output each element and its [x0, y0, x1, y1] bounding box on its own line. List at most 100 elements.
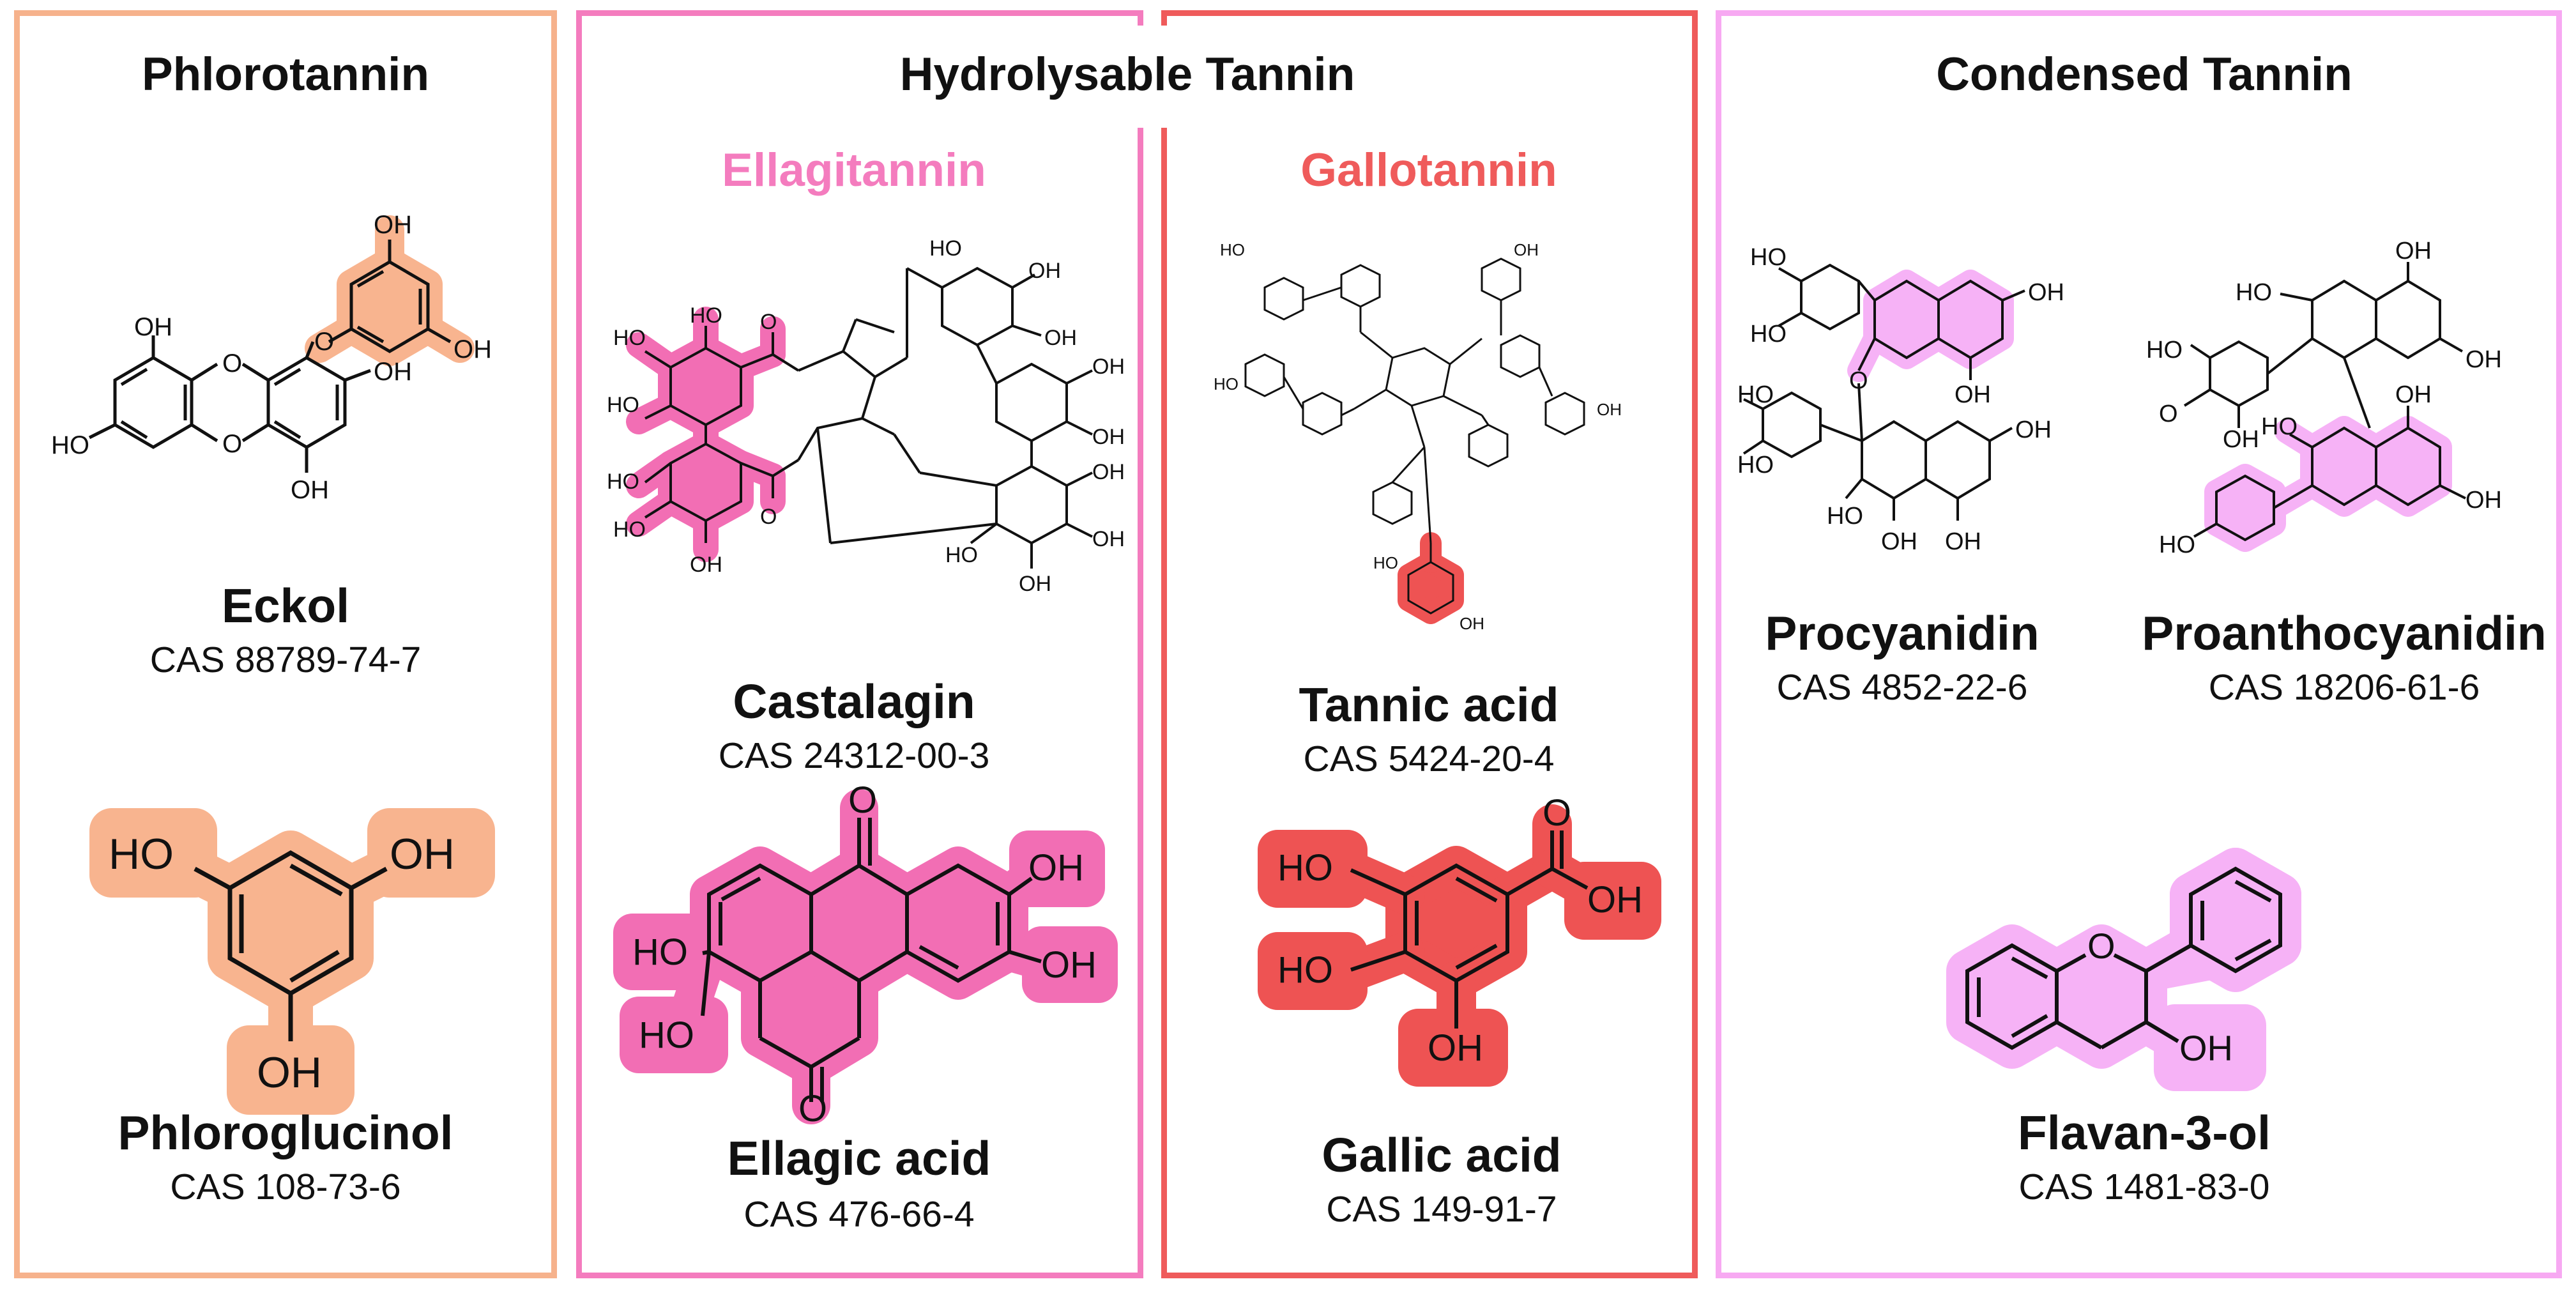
- eckol-ho-label: HO: [51, 431, 89, 459]
- eckol-name: Eckol: [221, 579, 350, 632]
- castalagin-o-2-label: O: [760, 505, 777, 529]
- castalagin-oh-5-label: OH: [1092, 425, 1125, 449]
- gallic-acid-cas: CAS 149-91-7: [1326, 1189, 1557, 1230]
- ellagic-oh-1-label: OH: [1028, 847, 1084, 889]
- gallic-oh-2-label: OH: [1428, 1027, 1483, 1069]
- castalagin-oh-4-label: OH: [1092, 355, 1125, 379]
- tannic-oh-3-label: OH: [1459, 614, 1484, 633]
- castalagin-ho-5-label: HO: [613, 517, 646, 542]
- proantho-o-label: O: [2159, 401, 2178, 427]
- eckol-o-ring-1-label: O: [222, 349, 242, 378]
- phloroglucinol-ho-label: HO: [109, 830, 174, 878]
- flavan-3-ol-name: Flavan-3-ol: [2018, 1106, 2271, 1159]
- gallic-acid-name: Gallic acid: [1322, 1128, 1562, 1182]
- gallic-acid-structure-icon: O OH HO HO OH: [1258, 792, 1661, 1087]
- flavan-oh-label: OH: [2179, 1028, 2233, 1068]
- procyanidin-oh-3-label: OH: [2015, 417, 2052, 443]
- tannic-acid-structure-icon: HO OH OH HO HO OH: [1214, 240, 1622, 633]
- castalagin-oh-3-label: OH: [1044, 326, 1077, 350]
- castalagin-cas: CAS 24312-00-3: [718, 735, 990, 776]
- gallotannin-heading: Gallotannin: [1300, 144, 1557, 196]
- eckol-o-bridge-label: O: [314, 328, 334, 356]
- procyanidin-ho-1-label: HO: [1750, 244, 1787, 271]
- ellagitannin-heading: Ellagitannin: [722, 144, 986, 196]
- procyanidin-oh-5-label: OH: [1945, 528, 1981, 555]
- gallotannin-panel: [1161, 10, 1698, 1278]
- castalagin-oh-2-label: OH: [1028, 259, 1061, 283]
- eckol-oh-5-label: OH: [134, 313, 172, 341]
- condensed-tannin-panel: [1716, 10, 2562, 1278]
- flavan-3-ol-cas: CAS 1481-83-0: [2018, 1167, 2270, 1207]
- ellagic-o-top-label: O: [848, 779, 877, 821]
- procyanidin-o-label: O: [1849, 367, 1868, 394]
- proantho-oh-2-label: OH: [2465, 346, 2502, 373]
- procyanidin-cas: CAS 4852-22-6: [1776, 667, 2028, 708]
- flavan-o-label: O: [2087, 926, 2115, 966]
- phloroglucinol-name: Phloroglucinol: [118, 1106, 453, 1159]
- castalagin-ho-3-label: HO: [690, 303, 722, 328]
- condensed-tannin-heading: Condensed Tannin: [1936, 49, 2352, 100]
- gallic-ho-1-label: HO: [1277, 847, 1333, 889]
- proanthocyanidin-cas: CAS 18206-61-6: [2208, 667, 2480, 708]
- eckol-oh-4-label: OH: [291, 476, 329, 504]
- castalagin-ho-1-label: HO: [613, 326, 646, 350]
- proantho-oh-3-label: OH: [2223, 426, 2259, 453]
- tannic-oh-2-label: OH: [1597, 400, 1622, 419]
- gallic-ho-2-label: HO: [1277, 949, 1333, 991]
- tannic-ho-3-label: HO: [1373, 553, 1398, 572]
- procyanidin-ho-5-label: HO: [1827, 503, 1863, 530]
- heading-gap-mask: [1048, 26, 1258, 128]
- castalagin-structure-icon: HO HO HO HO HO OH O O HO OH OH OH OH OH …: [607, 236, 1125, 596]
- ellagic-ho-1-label: HO: [632, 931, 688, 973]
- ellagic-acid-cas: CAS 476-66-4: [743, 1194, 975, 1235]
- proanthocyanidin-name: Proanthocyanidin: [2142, 606, 2547, 660]
- procyanidin-oh-1-label: OH: [2028, 279, 2064, 306]
- ellagic-ho-2-label: HO: [639, 1014, 694, 1056]
- eckol-oh-2-label: OH: [453, 335, 492, 363]
- tannic-ho-1-label: HO: [1220, 240, 1245, 259]
- castalagin-o-1-label: O: [760, 310, 777, 334]
- tannic-acid-name: Tannic acid: [1299, 678, 1559, 731]
- castalagin-oh-1-label: OH: [690, 553, 722, 577]
- castalagin-oh-8-label: OH: [1019, 572, 1051, 596]
- procyanidin-ho-2-label: HO: [1750, 321, 1787, 348]
- castalagin-ho-4-label: HO: [607, 470, 639, 494]
- ellagic-o-bottom-label: O: [798, 1088, 827, 1129]
- eckol-cas: CAS 88789-74-7: [149, 639, 422, 680]
- eckol-structure-icon: OH OH O OH OH O O OH HO: [51, 211, 492, 504]
- castalagin-oh-7-label: OH: [1092, 527, 1125, 551]
- proantho-ho-3-label: HO: [2261, 413, 2298, 440]
- procyanidin-ho-4-label: HO: [1737, 452, 1774, 478]
- procyanidin-name: Procyanidin: [1765, 606, 2039, 660]
- procyanidin-ho-3-label: HO: [1737, 381, 1774, 408]
- ellagic-acid-structure-icon: O OH OH HO HO O: [613, 779, 1118, 1129]
- castalagin-ho-2-label: HO: [607, 393, 639, 417]
- hydrolysable-tannin-heading: Hydrolysable Tannin: [899, 49, 1355, 100]
- gallic-oh-1-label: OH: [1587, 879, 1643, 921]
- proantho-oh-4-label: OH: [2395, 381, 2432, 408]
- proantho-oh-5-label: OH: [2465, 487, 2502, 514]
- phloroglucinol-cas: CAS 108-73-6: [170, 1167, 401, 1207]
- procyanidin-structure-icon: HO HO OH OH O HO HO OH HO OH OH: [1737, 244, 2064, 555]
- castalagin-name: Castalagin: [733, 675, 975, 728]
- procyanidin-oh-2-label: OH: [1955, 381, 1991, 408]
- ellagic-oh-2-label: OH: [1041, 944, 1097, 986]
- castalagin-ho-6-label: HO: [929, 236, 962, 261]
- eckol-o-ring-2-label: O: [222, 430, 242, 458]
- castalagin-oh-6-label: OH: [1092, 460, 1125, 484]
- proantho-oh-1-label: OH: [2395, 238, 2432, 264]
- castalagin-ho-7-label: HO: [945, 543, 978, 567]
- proantho-ho-2-label: HO: [2146, 337, 2183, 363]
- procyanidin-oh-4-label: OH: [1881, 528, 1917, 555]
- phloroglucinol-oh-2-label: OH: [257, 1048, 322, 1097]
- eckol-oh-1-label: OH: [374, 211, 412, 239]
- ellagic-acid-name: Ellagic acid: [727, 1131, 991, 1185]
- phloroglucinol-structure-icon: HO OH OH: [89, 808, 495, 1115]
- tannic-oh-1-label: OH: [1514, 240, 1539, 259]
- proantho-ho-1-label: HO: [2236, 279, 2272, 306]
- eckol-oh-3-label: OH: [374, 358, 412, 386]
- phlorotannin-heading: Phlorotannin: [141, 49, 430, 100]
- flavan-3-ol-structure-icon: O OH: [1946, 848, 2301, 1091]
- proantho-ho-4-label: HO: [2159, 532, 2195, 558]
- phloroglucinol-oh-1-label: OH: [390, 830, 455, 878]
